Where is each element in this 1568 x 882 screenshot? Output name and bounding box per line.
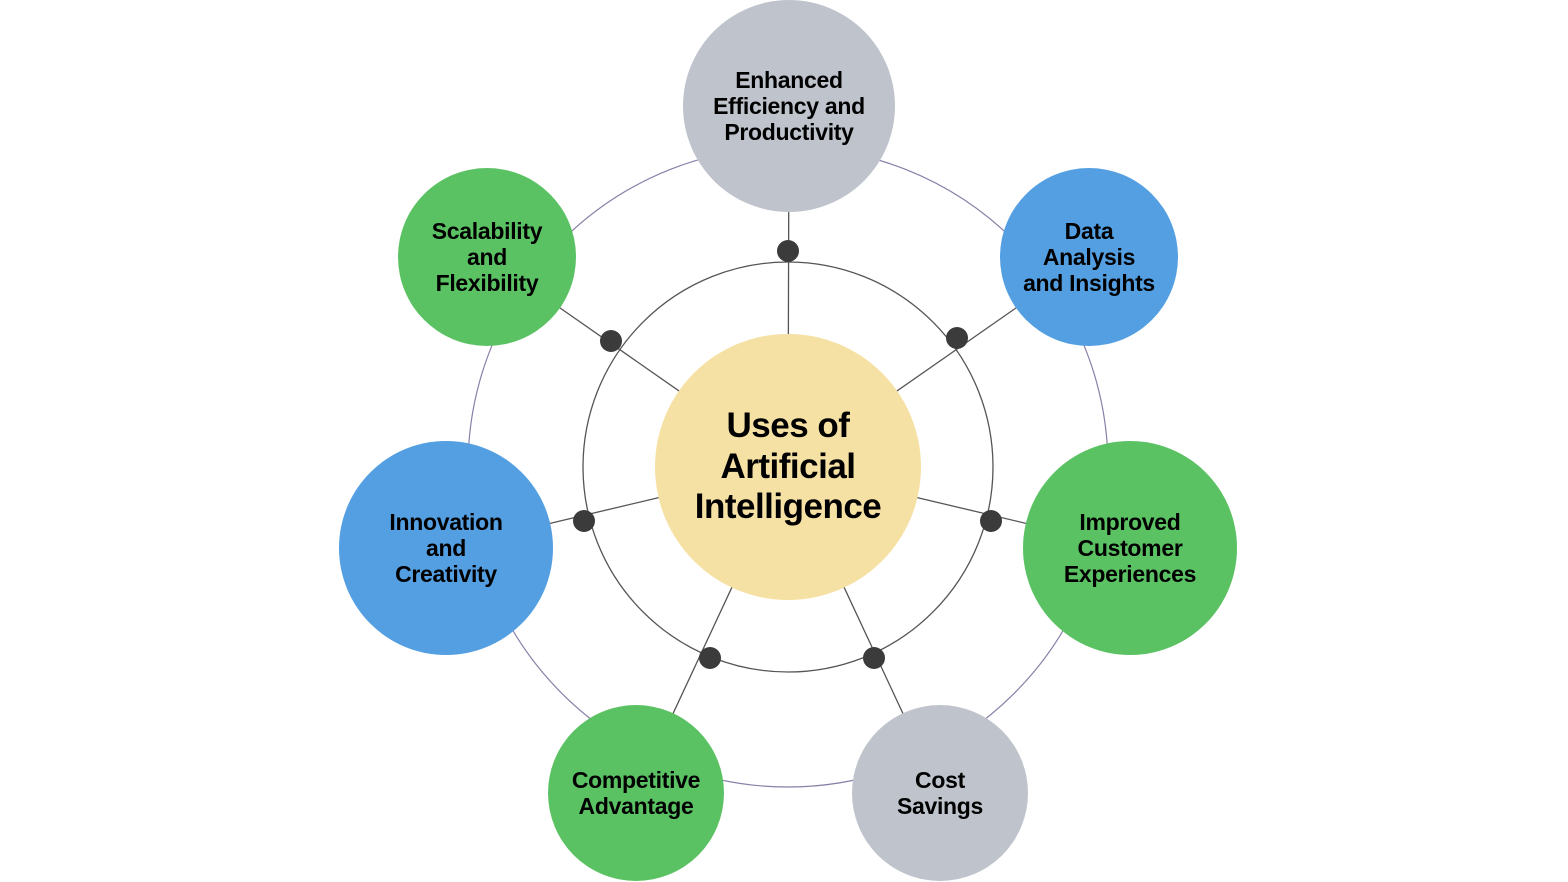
hub-dot-0 [777, 240, 799, 262]
hub-dots [573, 240, 1002, 669]
hub-dot-2 [980, 510, 1002, 532]
node-circle-scalability-and-flexibility[interactable] [398, 168, 576, 346]
node-circle-enhanced-efficiency-and-productivity[interactable] [683, 0, 895, 212]
node-circle-data-analysis-and-insights[interactable] [1000, 168, 1178, 346]
hub-dot-4 [699, 647, 721, 669]
node-circle-innovation-and-creativity[interactable] [339, 441, 553, 655]
spoke-lines [544, 205, 1032, 719]
hub-dot-5 [573, 510, 595, 532]
center-circle [655, 334, 921, 600]
spoke-line-innovation-and-creativity [544, 496, 663, 526]
center-circle-shape[interactable] [655, 334, 921, 600]
node-circles [339, 0, 1237, 881]
hub-dot-1 [946, 327, 968, 349]
hub-dot-3 [863, 647, 885, 669]
spoke-line-improved-customer-experiences [913, 496, 1032, 526]
center-label: Uses of Artificial Intelligence [694, 406, 882, 527]
node-circle-cost-savings[interactable] [852, 705, 1028, 881]
node-circle-improved-customer-experiences[interactable] [1023, 441, 1237, 655]
hub-dot-6 [600, 330, 622, 352]
node-circle-competitive-advantage[interactable] [548, 705, 724, 881]
